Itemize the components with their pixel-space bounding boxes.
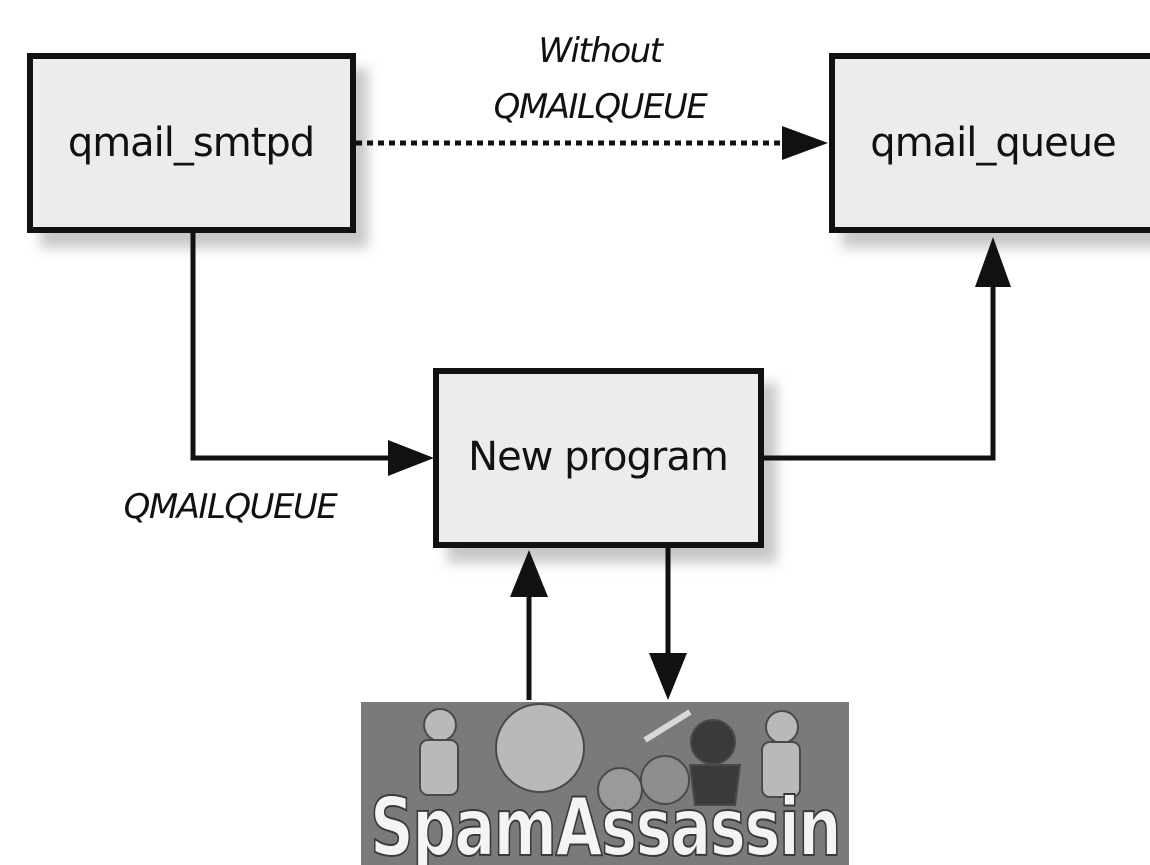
logo-figure-ball-1 xyxy=(597,767,643,813)
edge-with-qmailqueue: QMAILQUEUE xyxy=(124,231,434,527)
edge-new-program-to-spamassassin-arrowhead xyxy=(649,653,687,700)
logo-figure-ninja-head xyxy=(690,719,736,765)
edge-with-label: QMAILQUEUE xyxy=(124,487,339,527)
node-qmail-queue-label: qmail_queue xyxy=(870,120,1115,166)
node-new-program-box xyxy=(433,368,764,548)
edge-spamassassin-to-new-program xyxy=(510,550,548,700)
logo-figure-ball-2 xyxy=(640,755,690,805)
logo-figure-ninja-body xyxy=(688,764,742,806)
logo-figure-right-body xyxy=(761,741,801,798)
node-qmail-queue: qmail_queue xyxy=(829,53,1150,233)
node-qmail-queue-box xyxy=(829,53,1150,233)
logo-figure-center-head xyxy=(495,703,585,793)
node-new-program-label: New program xyxy=(468,434,728,480)
edge-without-label-line1: Without xyxy=(538,31,664,71)
edge-without-qmailqueue-arrowhead xyxy=(782,126,828,160)
logo-figure-left-body xyxy=(419,739,459,796)
logo-figures xyxy=(419,703,801,813)
edge-without-label-line2: QMAILQUEUE xyxy=(494,87,709,127)
node-qmail-smtpd-label: qmail_smtpd xyxy=(68,120,314,166)
edge-with-qmailqueue-line xyxy=(190,231,390,461)
logo-figure-sword xyxy=(643,709,692,743)
edge-new-program-to-spamassassin xyxy=(649,548,687,700)
edge-spamassassin-to-new-program-arrowhead xyxy=(510,550,548,597)
logo-figure-right-head xyxy=(765,710,799,744)
edge-with-qmailqueue-arrowhead xyxy=(388,440,434,476)
node-new-program: New program xyxy=(433,368,764,548)
spamassassin-logo: SpamAssassin xyxy=(361,702,849,865)
edge-without-qmailqueue: Without QMAILQUEUE xyxy=(356,31,828,160)
edge-new-program-to-queue-line xyxy=(763,285,996,461)
spamassassin-logo-text: SpamAssassin xyxy=(370,781,840,865)
edge-new-program-to-queue xyxy=(763,237,1011,461)
node-qmail-smtpd-box xyxy=(27,53,356,233)
edge-new-program-to-queue-arrowhead xyxy=(975,237,1011,287)
logo-figure-left-head xyxy=(423,708,457,742)
node-qmail-smtpd: qmail_smtpd xyxy=(27,53,356,233)
